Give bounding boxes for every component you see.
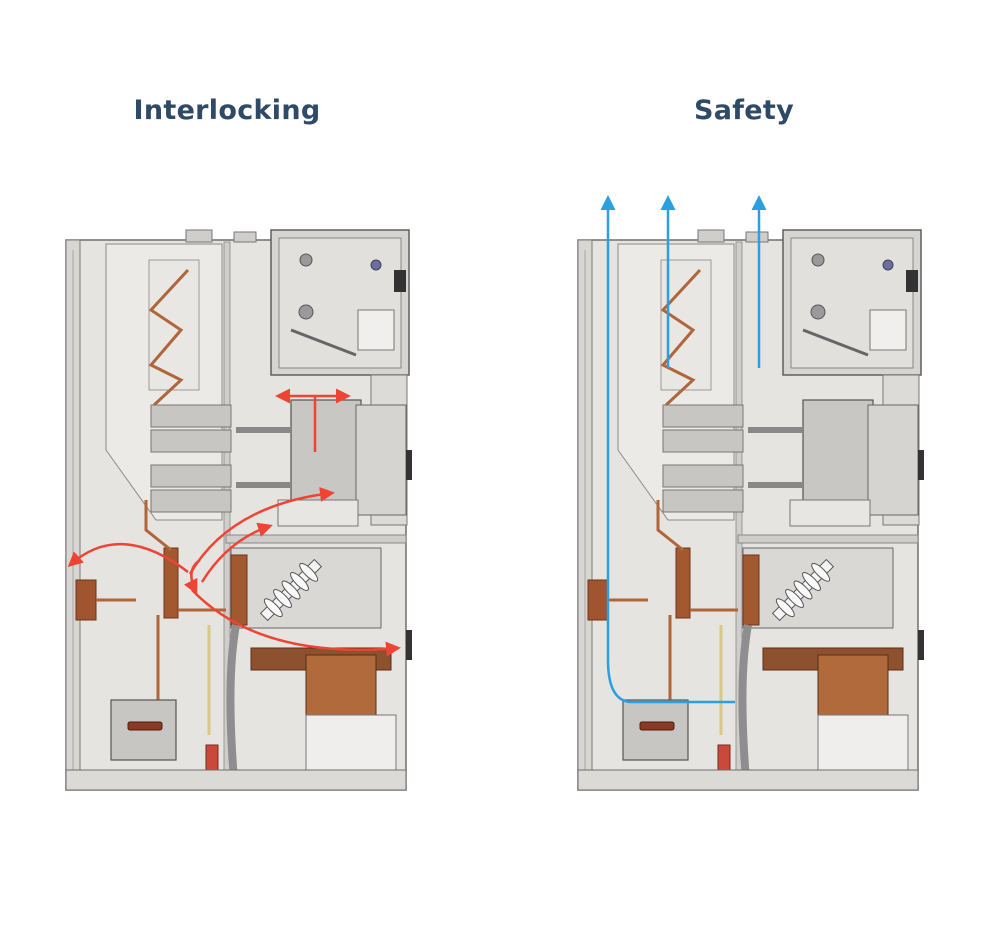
interlocking-cabinet-drawing [66,230,412,790]
interlocking-title: Interlocking [133,95,321,126]
interlocking-arrows [67,388,401,657]
safety-cabinet-drawing [578,230,924,790]
safety-exhaust-arrows [600,195,767,704]
safety-title: Safety [693,95,795,126]
